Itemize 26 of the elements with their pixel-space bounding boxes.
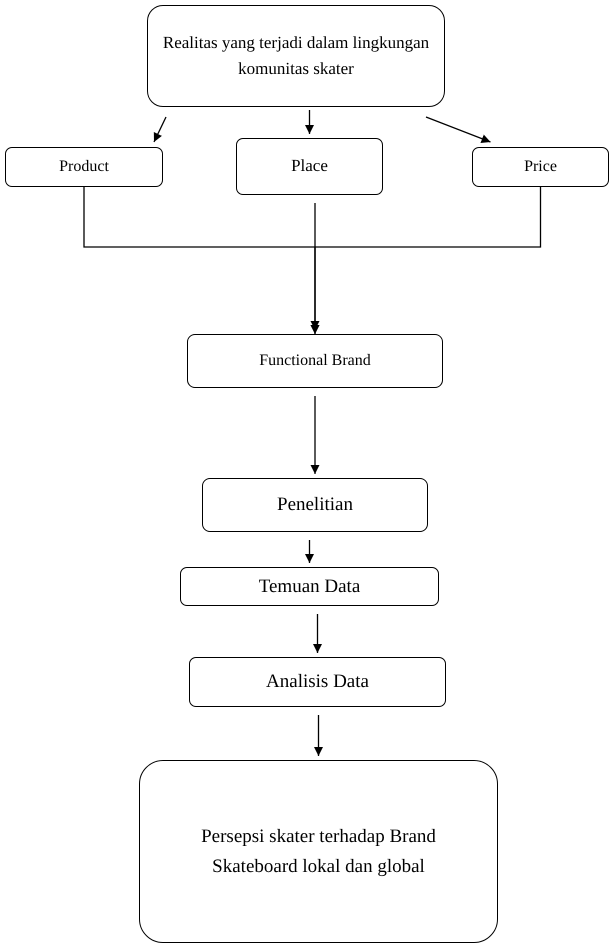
arrow <box>314 715 323 756</box>
arrow <box>153 116 167 142</box>
box-text: Functional Brand <box>259 350 371 371</box>
box-text: Place <box>291 155 328 178</box>
process-box <box>147 5 445 107</box>
process-box <box>202 478 428 532</box>
process-box <box>189 657 446 707</box>
process-box <box>472 147 609 187</box>
process-box <box>180 567 439 606</box>
box-text: Persepsi skater terhadap Brand Skateboard lokal dan global <box>200 825 437 878</box>
process-box <box>236 138 383 195</box>
arrow <box>313 614 322 653</box>
arrow <box>305 540 314 563</box>
arrow <box>426 116 491 143</box>
box-text: Price <box>524 156 557 177</box>
process-box <box>187 334 443 388</box>
box-text: Realitas yang terjadi dalam lingkungan komunitas skater <box>162 32 430 80</box>
arrow <box>310 187 542 334</box>
box-text: Penelitian <box>277 493 353 518</box>
arrow <box>305 110 314 134</box>
process-box <box>139 760 498 943</box>
box-text: Product <box>59 156 109 177</box>
arrow <box>310 396 320 474</box>
box-text: Analisis Data <box>266 670 369 694</box>
box-text: Temuan Data <box>258 574 360 599</box>
process-box <box>5 147 163 187</box>
